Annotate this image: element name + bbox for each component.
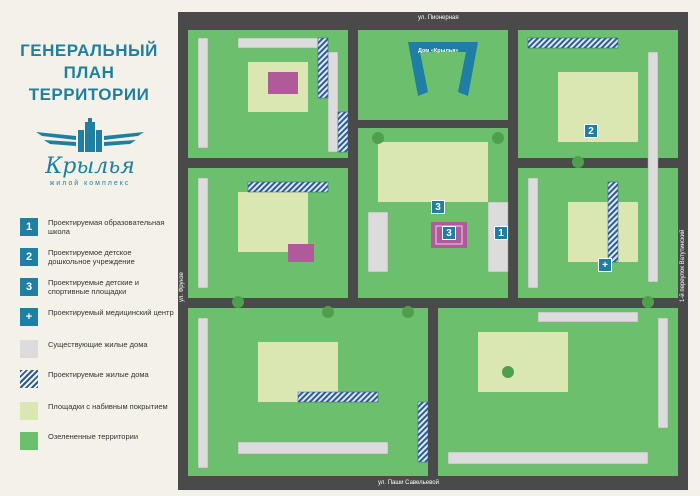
street-right: 1-й переулок Ватутинский [680,229,686,302]
title-line: ПЛАН [63,63,115,82]
legend-panel: ГЕНЕРАЛЬНЫЙ ПЛАН ТЕРРИТОРИИ Крылья жилой… [0,0,178,496]
legend-text: Проектируемые жилые дома [48,370,149,379]
title-line: ГЕНЕРАЛЬНЫЙ [20,41,158,60]
legend-item: Площадки с набивным покрытием [20,402,172,426]
medical-cross-icon: + [20,308,38,326]
legend-text: Озелененные территории [48,432,139,441]
kindergarten-marker: 2 [584,124,598,138]
kindergarten-icon: 2 [20,248,38,266]
street-bottom: ул. Паши Савельевой [378,480,439,486]
playground-marker: 3 [442,226,456,240]
title-line: ТЕРРИТОРИИ [28,85,150,104]
school-marker: 1 [494,226,508,240]
planned-houses [247,37,619,463]
legend-text: Проектируемый медицинский центр [48,308,174,317]
legend-item: 1 Проектируемая образовательная школа [20,218,172,242]
paved-area-swatch [20,402,38,420]
existing-houses [197,37,669,469]
legend-text: Проектируемое детское дошкольное учрежде… [48,248,135,266]
trees [232,132,654,378]
planned-house-swatch [20,370,38,388]
street-top: ул. Пионерная [418,15,459,21]
map-drawing [178,12,688,490]
existing-house-swatch [20,340,38,358]
legend-item: 2 Проектируемое детское дошкольное учреж… [20,248,172,272]
school-icon: 1 [20,218,38,236]
playground-icon: 3 [20,278,38,296]
legend-item: + Проектируемый медицинский центр [20,308,174,332]
map-title: ГЕНЕРАЛЬНЫЙ ПЛАН ТЕРРИТОРИИ [10,40,168,106]
legend-item: Существующие жилые дома [20,340,172,364]
site-plan-map: Дом «Крылья» 3 3 1 2 + ул. Пионерная ул.… [178,12,688,490]
legend-text: Площадки с набивным покрытием [48,402,168,411]
logo: Крылья жилой комплекс [30,118,150,190]
legend-text: Проектируемая образовательная школа [48,218,165,236]
legend-text: Проектируемые детские и спортивные площа… [48,278,139,296]
legend-item: Проектируемые жилые дома [20,370,172,394]
playground-marker: 3 [431,200,445,214]
logo-subtitle: жилой комплекс [49,180,131,187]
street-left: ул. Фрунзе [179,272,185,302]
green-area-swatch [20,432,38,450]
wings-building-logo-icon [36,118,144,152]
logo-name: Крылья [45,154,135,179]
medical-center-marker: + [598,258,612,272]
legend-item: 3 Проектируемые детские и спортивные пло… [20,278,172,302]
krylya-house [408,42,478,96]
krylya-house-label: Дом «Крылья» [418,48,459,54]
legend-text: Существующие жилые дома [48,340,148,349]
legend-item: Озелененные территории [20,432,172,456]
